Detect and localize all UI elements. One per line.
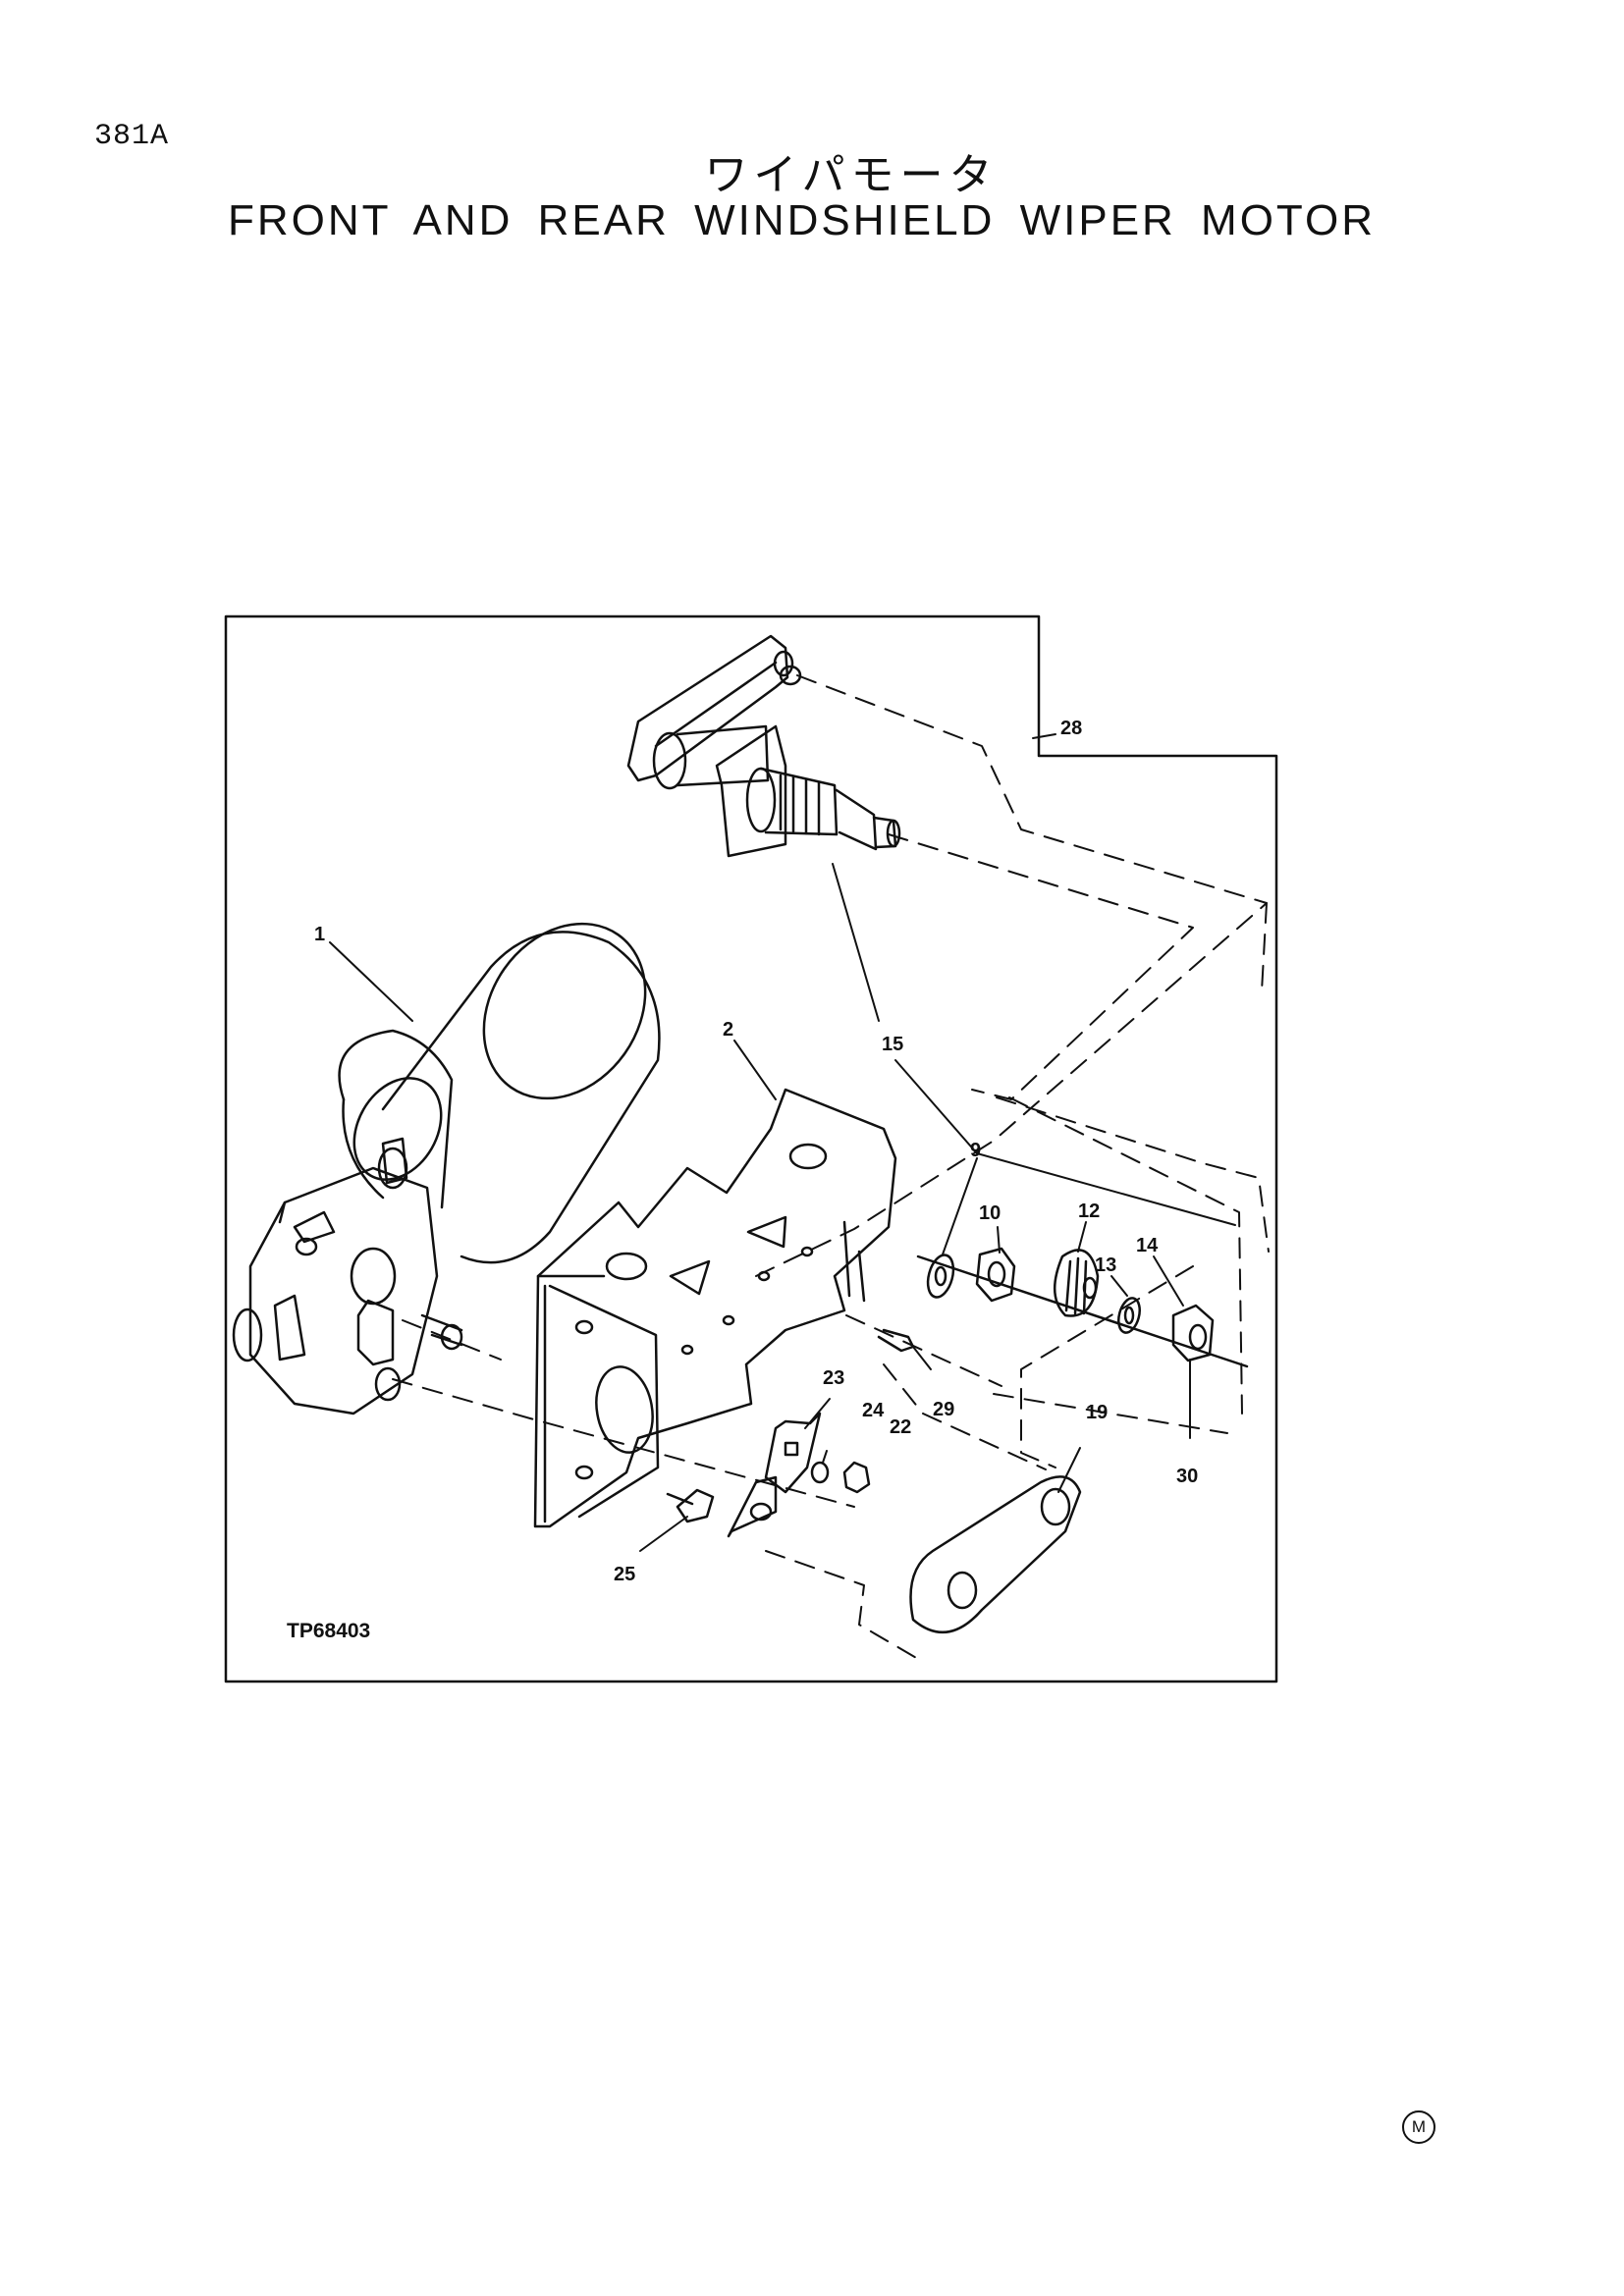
callout-25: 25	[614, 1564, 635, 1585]
callout-12: 12	[1078, 1201, 1100, 1222]
callout-1: 1	[314, 924, 325, 945]
dashed-leader-lines	[392, 674, 1270, 1660]
callout-2: 2	[723, 1019, 733, 1041]
callout-9: 9	[970, 1140, 981, 1161]
callout-29: 29	[933, 1399, 954, 1420]
callout-13: 13	[1095, 1255, 1116, 1276]
title-english: FRONT AND REAR WINDSHIELD WIPER MOTOR	[228, 196, 1377, 244]
small-fasteners	[666, 1328, 915, 1538]
figure-id: TP68403	[287, 1620, 370, 1642]
part-2-bracket	[533, 1088, 897, 1528]
callout-15: 15	[882, 1034, 903, 1055]
page-code: 381A	[94, 120, 170, 153]
callout-28: 28	[1060, 718, 1082, 739]
callout-24: 24	[862, 1400, 885, 1421]
circled-m-mark: M	[1402, 2110, 1435, 2144]
part-19-plate	[909, 1475, 1082, 1634]
diagram-frame	[224, 614, 1278, 1683]
part-1-motor	[232, 922, 661, 1415]
callout-10: 10	[979, 1202, 1001, 1224]
callout-leaders	[329, 733, 1236, 1552]
part-28-wiper-pivot	[626, 634, 901, 858]
callout-22: 22	[890, 1416, 911, 1438]
callout-14: 14	[1136, 1235, 1159, 1256]
title-japanese: ワイパモータ	[704, 150, 999, 200]
callout-19: 19	[1086, 1402, 1108, 1423]
pivot-hardware-group	[916, 1247, 1249, 1368]
callout-23: 23	[823, 1367, 844, 1389]
callout-30: 30	[1176, 1466, 1198, 1487]
